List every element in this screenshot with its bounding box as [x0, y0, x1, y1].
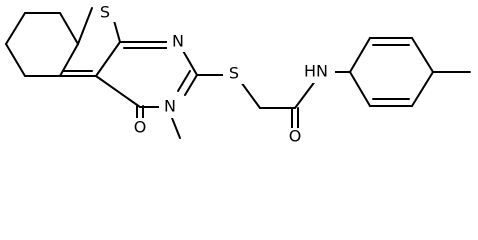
bond	[411, 71, 434, 107]
bond	[181, 48, 198, 76]
ring-carbonyl-oxygen-label: O	[134, 118, 147, 137]
bond	[184, 74, 198, 96]
bond	[77, 7, 93, 45]
bond	[95, 75, 141, 108]
ring-nitrogen-top-label: N	[172, 32, 184, 51]
bond	[177, 70, 191, 92]
bond	[5, 12, 26, 45]
bond	[59, 12, 79, 45]
ring-nitrogen-methyl-label: N	[164, 97, 176, 116]
thioether-sulfur-label: S	[229, 64, 239, 83]
amide-nh-label: HN	[304, 62, 328, 81]
bond	[5, 43, 26, 77]
bond	[95, 41, 121, 77]
bond	[349, 37, 371, 73]
bond	[294, 79, 317, 109]
ring-sulfur-label: S	[100, 3, 110, 22]
bond	[349, 71, 371, 107]
bonds	[5, 7, 471, 139]
bond	[171, 117, 181, 139]
bond	[59, 43, 79, 77]
bond	[411, 37, 434, 73]
amide-oxygen-label: O	[289, 127, 302, 146]
bond	[240, 81, 261, 109]
chemical-structure: S N N O S HN O	[5, 2, 471, 148]
atom-labels: S N N O S HN O	[93, 2, 335, 148]
